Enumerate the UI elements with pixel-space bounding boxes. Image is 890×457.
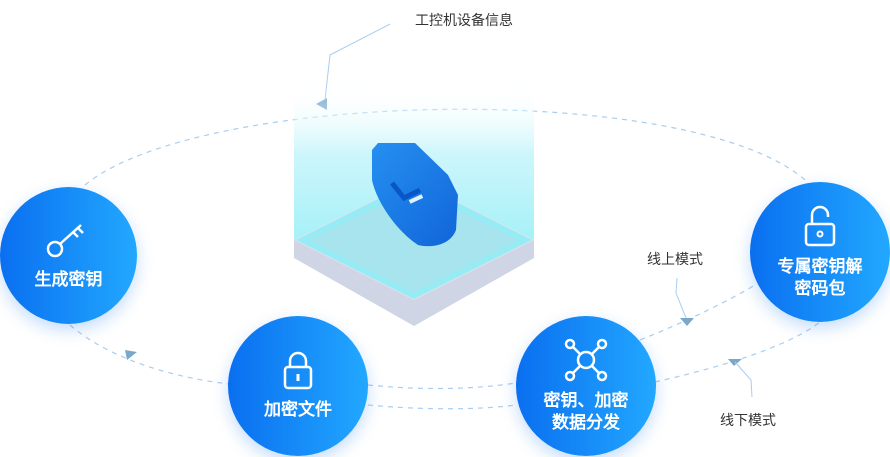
online-mode-label: 线上模式 xyxy=(647,252,703,268)
node-label: 加密文件 xyxy=(264,400,332,420)
arrow-icon xyxy=(125,350,137,360)
node-generate-key: 生成密钥 xyxy=(0,187,137,324)
orbit-middle-upper xyxy=(367,382,517,390)
arrow-icon xyxy=(680,318,694,326)
network-icon xyxy=(564,338,608,382)
lock-icon xyxy=(283,351,313,390)
node-distribute: 密钥、加密 数据分发 xyxy=(516,316,656,456)
orbit-left xyxy=(69,324,241,386)
node-label-line2: 数据分发 xyxy=(552,413,620,433)
node-label: 专属密钥解 密码包 xyxy=(778,256,863,300)
orbit-online xyxy=(639,284,756,341)
leader-line xyxy=(675,277,687,319)
key-icon xyxy=(46,223,84,257)
leader-line xyxy=(734,361,753,398)
node-label: 生成密钥 xyxy=(34,269,103,290)
offline-mode-label: 线下模式 xyxy=(720,413,776,429)
node-label-line1: 专属密钥解 xyxy=(777,257,863,277)
orbit-offline xyxy=(654,321,821,383)
device-platform xyxy=(294,85,534,326)
top-label: 工控机设备信息 xyxy=(415,13,513,29)
node-decrypt: 专属密钥解 密码包 xyxy=(750,182,890,322)
node-label: 密钥、加密 数据分发 xyxy=(544,390,629,434)
node-encrypt-file: 加密文件 xyxy=(228,316,368,456)
node-label-line1: 密钥、加密 xyxy=(543,391,629,411)
node-label-line2: 密码包 xyxy=(794,279,846,299)
unlock-icon xyxy=(804,205,836,247)
orbit-middle-lower xyxy=(367,404,517,410)
